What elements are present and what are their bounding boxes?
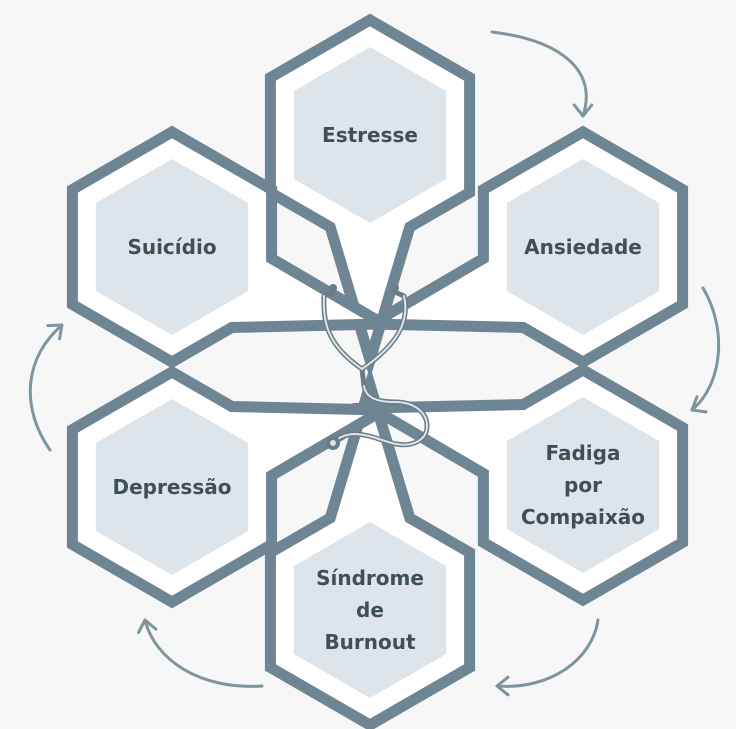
hexagon-node-suicidio: Suicídio [66,125,403,369]
cycle-arrow [143,618,264,688]
arrowhead-icon [137,618,158,634]
hexagon-inner [95,399,249,575]
hexagon-inner [95,159,249,335]
hexagon-label: de [356,598,384,622]
cycle-arrow [690,286,721,412]
arrowhead-icon [495,675,510,697]
hexagon-label: Burnout [324,630,416,654]
cycle-arrow [28,323,64,452]
hexagon-label: Suicídio [127,235,216,259]
arrowhead-icon [690,395,708,414]
hexagon-node-depressao: Depressão [66,365,403,609]
hexagon-inner [293,47,447,223]
stethoscope-icon [321,284,430,450]
hexagon-inner [506,397,660,573]
arrowhead-icon [572,103,594,118]
hexagon-label: Estresse [322,123,418,147]
hexagon-label: Compaixão [521,505,645,529]
cycle-arrows [28,30,721,697]
hexagon-inner [506,159,660,335]
arrowhead-icon [46,323,64,341]
hexagon-label: Fadiga [546,441,621,465]
hexagon-node-estresse: Estresse [264,13,476,380]
hexagon-label: por [564,473,602,497]
cycle-arrow [495,618,600,688]
hexagon-label: Depressão [113,475,232,499]
hexagon-label: Ansiedade [524,235,642,259]
cycle-arrow [490,30,588,118]
hexagon-inner [293,522,447,698]
hexagon-node-ansiedade: Ansiedade [352,125,689,369]
hexagon-group: EstresseAnsiedadeFadigaporCompaixãoSíndr… [66,13,689,729]
hexagon-label: Síndrome [316,566,424,590]
